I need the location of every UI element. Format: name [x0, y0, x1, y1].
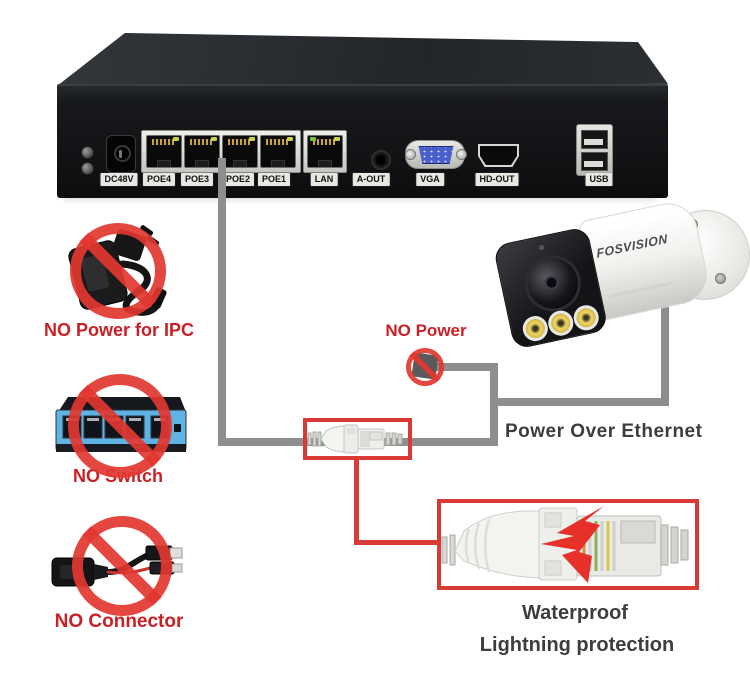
port-led [211, 137, 217, 141]
usb-ports [576, 124, 613, 176]
prohibition-icon [72, 516, 172, 616]
port-label-vga: VGA [416, 173, 444, 186]
ip-camera: FOSVISION [492, 197, 750, 370]
rj45-pins [228, 139, 250, 145]
port-led [334, 137, 340, 141]
usb-tongue [584, 139, 603, 145]
dc-jack-pin [119, 150, 122, 158]
callout-lightning: Lightning protection [479, 634, 675, 656]
port-label-poe2: POE2 [221, 173, 255, 186]
prohibition-icon [406, 348, 444, 386]
port-label-poe3: POE3 [180, 173, 214, 186]
dc-power-jack [106, 135, 136, 173]
rj45-tab [233, 160, 247, 167]
rj45-tab [157, 160, 171, 167]
camera-led [571, 302, 602, 333]
callout-no-connector: NO Connector [54, 611, 184, 632]
port-led [287, 137, 293, 141]
audio-out-jack [371, 150, 391, 170]
panel-screw [81, 146, 94, 159]
dc-jack-hole [114, 145, 131, 162]
waterproof-connector-small [307, 424, 403, 454]
rj45-tab [271, 160, 285, 167]
camera-body: FOSVISION [490, 192, 717, 362]
port-led [173, 137, 179, 141]
leader-line-horizontal [354, 540, 441, 545]
prohibition-ring [72, 516, 172, 616]
rj45-tab [195, 160, 209, 167]
callout-poe: Power Over Ethernet [505, 421, 703, 442]
port-label-usb: USB [585, 173, 613, 186]
leader-line-vertical [354, 458, 359, 545]
rj45-pins [313, 139, 335, 145]
usb-slot [581, 130, 608, 149]
camera-led [520, 313, 551, 344]
cable-camera-vertical [661, 300, 669, 406]
camera-lens-core [543, 274, 560, 291]
callout-no-power: NO Power [385, 321, 467, 340]
waterproof-connector-large [441, 506, 689, 583]
waterproof-connector-highlight [303, 418, 412, 460]
prohibition-ring [406, 348, 444, 386]
cable-camera-horizontal [490, 398, 669, 406]
poe3-port [184, 135, 220, 168]
vga-screw [456, 149, 467, 160]
lan-port-group [303, 130, 347, 173]
rj45-pins [152, 139, 174, 145]
port-label-poe4: POE4 [142, 173, 176, 186]
nvr-shadow [64, 196, 656, 202]
usb-slot [581, 152, 608, 171]
vga-socket [418, 146, 454, 164]
port-led [310, 137, 316, 141]
ground-screw [81, 162, 94, 175]
lightning-icon [541, 506, 604, 583]
rj45-tab [318, 160, 332, 167]
mount-screw [715, 273, 726, 284]
port-label-aout: A-OUT [352, 173, 390, 186]
cable-poe2-vertical [218, 158, 226, 446]
hdmi-socket [480, 146, 517, 165]
prohibition-icon [68, 374, 172, 478]
usb-tongue [584, 161, 603, 167]
prohibition-ring [68, 374, 172, 478]
nvr-top-face [57, 33, 668, 86]
nvr-rear-panel: DC48V POE4 POE3 POE2 POE1 LAN A-OUT VGA … [57, 84, 668, 198]
camera-lens [519, 250, 587, 317]
poe1-port [260, 135, 296, 168]
port-label-dc48v: DC48V [100, 173, 138, 186]
callout-waterproof: Waterproof [522, 602, 628, 624]
callout-no-power-ipc: NO Power for IPC [43, 320, 195, 340]
prohibition-icon [70, 223, 166, 319]
vga-port [405, 140, 467, 169]
port-label-lan: LAN [310, 173, 338, 186]
prohibition-ring [70, 223, 166, 319]
port-label-poe1: POE1 [257, 173, 291, 186]
rj45-pins [190, 139, 212, 145]
waterproof-lightning-highlight [437, 499, 699, 590]
port-label-hdout: HD-OUT [475, 173, 519, 186]
rj45-pins [266, 139, 288, 145]
port-led [249, 137, 255, 141]
hdmi-port [478, 144, 519, 167]
cable-nopower-stub [428, 363, 490, 371]
camera-led [545, 308, 576, 338]
camera-light-sensor [538, 244, 545, 251]
lan-port [307, 135, 343, 168]
vga-screw [405, 149, 416, 160]
poe2-port [222, 135, 258, 168]
poe-port-group [141, 130, 301, 173]
poe4-port [146, 135, 182, 168]
